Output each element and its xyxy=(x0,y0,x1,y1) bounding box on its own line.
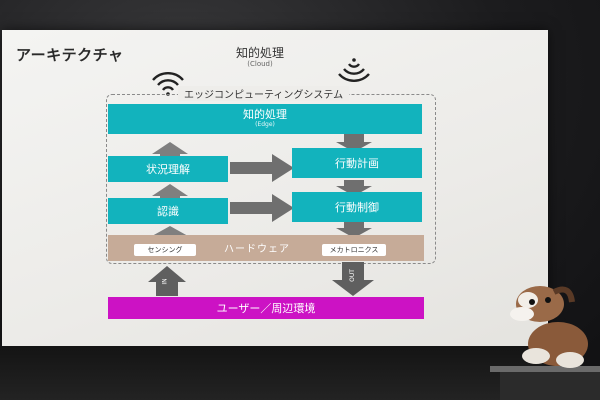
user-environment-bar: ユーザー／周辺環境 xyxy=(108,297,424,319)
projection-screen: アーキテクチャ 知的処理 (Cloud) エッジコンピューティングシステム xyxy=(2,30,548,348)
mechatronics-pill: メカトロニクス xyxy=(322,244,386,256)
recognition-box: 認識 xyxy=(108,198,228,224)
wifi-icon-right xyxy=(338,58,370,82)
cloud-processing-subtitle: (Cloud) xyxy=(247,60,273,68)
arrow-situation-to-plan xyxy=(230,154,294,182)
action-planning-box: 行動計画 xyxy=(292,148,422,178)
situation-understanding-box: 状況理解 xyxy=(108,156,228,182)
arrow-edge-to-plan xyxy=(336,134,372,152)
edge-processing-subtitle: (Edge) xyxy=(255,121,275,128)
hardware-label: ハードウェア xyxy=(224,244,290,255)
action-control-box: 行動制御 xyxy=(292,192,422,222)
slide-title: アーキテクチャ xyxy=(16,46,124,64)
stage-floor xyxy=(0,346,560,400)
edge-processing-box: 知的処理 (Edge) xyxy=(108,104,422,134)
arrow-control-to-hardware xyxy=(336,222,372,238)
robot-dog-icon xyxy=(490,286,600,400)
out-label: OUT xyxy=(348,269,356,282)
cloud-processing-title: 知的処理 xyxy=(235,46,284,60)
arrow-out xyxy=(332,262,374,296)
arrow-recognition-to-control xyxy=(230,194,294,222)
wifi-icon-left xyxy=(152,72,184,96)
edge-system-label: エッジコンピューティングシステム xyxy=(178,86,350,101)
arrow-plan-to-control xyxy=(336,180,372,196)
in-label: IN xyxy=(161,278,169,285)
edge-processing-title: 知的処理 xyxy=(243,108,287,121)
sensing-pill: センシング xyxy=(134,244,196,256)
arrow-in xyxy=(148,266,186,296)
